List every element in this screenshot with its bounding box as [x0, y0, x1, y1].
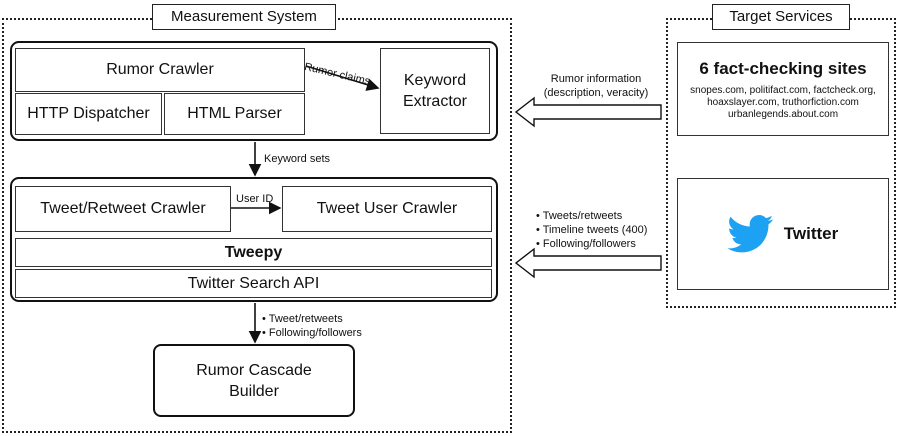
rumor-info-line1: Rumor information: [550, 73, 642, 85]
twitter-bird-icon: [727, 214, 774, 254]
bottom-bullet-text: Following/followers: [268, 327, 362, 339]
twitter-search-api-box: Twitter Search API: [15, 269, 492, 298]
rumor-crawler-group: [10, 41, 498, 141]
twitter-label: Twitter: [783, 224, 839, 243]
cascade-builder-line2: Builder: [229, 382, 279, 400]
fact-sites-line2: hoaxslayer.com, truthorfiction.com: [707, 97, 859, 108]
fact-sites-line1: snopes.com, politifact.com, factcheck.or…: [690, 85, 876, 96]
measurement-system-title: Measurement System: [152, 4, 336, 30]
twitter-bullet-item: • Tweets/retweets: [536, 210, 623, 222]
rumor-crawler-box: Rumor Crawler: [15, 48, 305, 92]
bottom-bullet-list: • Tweet/retweets • Following/followers: [262, 312, 362, 340]
keyword-extractor-line2: Extractor: [402, 93, 467, 110]
rumor-cascade-builder-box: Rumor Cascade Builder: [153, 344, 355, 417]
rumor-info-label: Rumor information (description, veracity…: [534, 72, 658, 100]
tweet-retweet-crawler-box: Tweet/Retweet Crawler: [15, 186, 231, 232]
tweet-user-crawler-box: Tweet User Crawler: [282, 186, 492, 232]
rumor-info-hollow-arrow: [514, 96, 662, 128]
twitter-bullet-item: • Following/followers: [536, 238, 636, 250]
tweepy-box: Tweepy: [15, 238, 492, 267]
tweet-crawler-group: [10, 177, 498, 302]
rumor-claims-arrow: [305, 65, 380, 91]
fact-sites-line3: urbanlegends.about.com: [727, 109, 839, 120]
bottom-bullet-item: • Tweet/retweets: [262, 313, 343, 325]
twitter-bullet-item: • Timeline tweets (400): [536, 224, 648, 236]
bottom-bullet-item: • Following/followers: [262, 327, 362, 339]
twitter-bullet-text: Timeline tweets (400): [542, 224, 648, 236]
cascade-builder-line1: Rumor Cascade: [196, 361, 312, 379]
twitter-box: Twitter: [677, 178, 889, 290]
bottom-bullet-text: Tweet/retweets: [268, 313, 343, 325]
fact-checking-box: 6 fact-checking sites snopes.com, politi…: [677, 42, 889, 136]
user-id-label: User ID: [236, 193, 274, 205]
twitter-bullet-text: Tweets/retweets: [542, 210, 623, 222]
keyword-extractor-box: Keyword Extractor: [380, 48, 490, 134]
keyword-sets-label: Keyword sets: [264, 153, 331, 165]
twitter-data-hollow-arrow: [514, 247, 662, 279]
twitter-bullet-list: • Tweets/retweets • Timeline tweets (400…: [536, 209, 647, 251]
html-parser-box: HTML Parser: [164, 93, 305, 135]
keyword-extractor-line1: Keyword: [403, 72, 467, 89]
target-services-title: Target Services: [712, 4, 850, 30]
twitter-bullet-text: Following/followers: [542, 238, 636, 250]
http-dispatcher-box: HTTP Dispatcher: [15, 93, 162, 135]
rumor-info-line2: (description, veracity): [543, 87, 649, 99]
fact-checking-title: 6 fact-checking sites: [699, 59, 867, 78]
